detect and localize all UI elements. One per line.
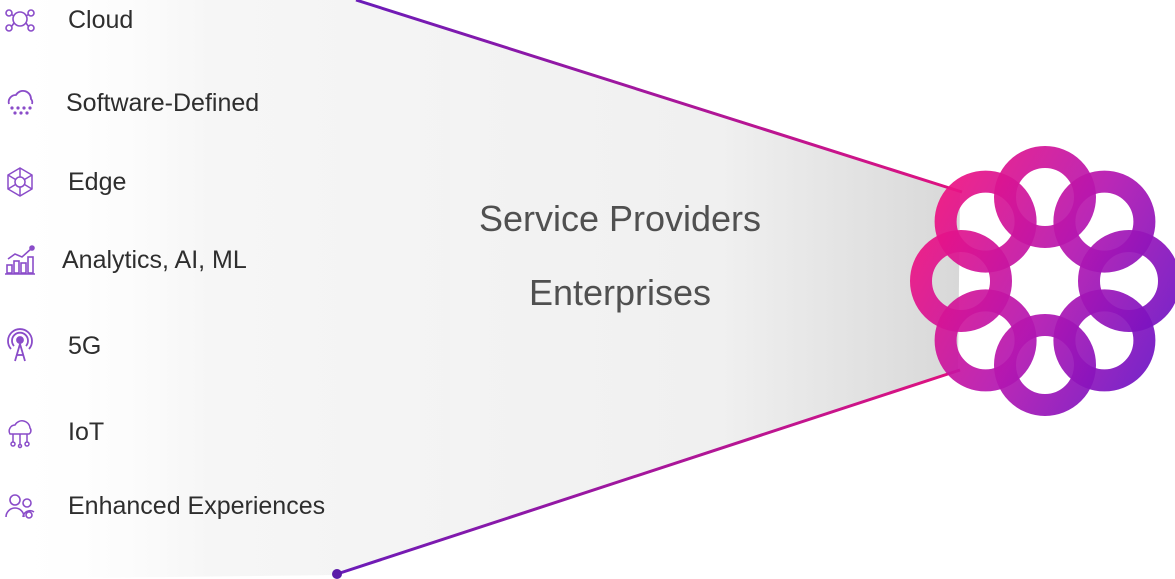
funnel-shape bbox=[0, 0, 960, 579]
analytics-chart-icon bbox=[0, 240, 40, 280]
list-item-5g: 5G bbox=[0, 326, 101, 366]
ring-logo bbox=[910, 146, 1175, 416]
list-item-enhanced-experiences: Enhanced Experiences bbox=[0, 486, 325, 526]
ring-loop bbox=[934, 170, 1037, 273]
list-item-label: Software-Defined bbox=[66, 88, 260, 117]
funnel-bottom-dot bbox=[332, 569, 342, 579]
list-item-iot: IoT bbox=[0, 412, 104, 452]
cloud-network-icon bbox=[0, 0, 40, 40]
list-item-edge: Edge bbox=[0, 162, 126, 202]
list-item-analytics: Analytics, AI, ML bbox=[0, 240, 247, 280]
users-experience-icon bbox=[0, 486, 40, 526]
list-item-label: Enhanced Experiences bbox=[68, 491, 326, 520]
list-item-cloud: Cloud bbox=[0, 0, 133, 40]
edge-mesh-icon bbox=[0, 162, 40, 202]
list-item-label: Edge bbox=[68, 167, 127, 196]
list-item-label: Analytics, AI, ML bbox=[62, 245, 247, 274]
iot-cloud-icon bbox=[0, 412, 40, 452]
list-item-software-defined: Software-Defined bbox=[0, 83, 259, 123]
funnel-bottom-line bbox=[336, 368, 961, 576]
software-defined-cloud-icon bbox=[0, 83, 40, 123]
list-item-label: Cloud bbox=[68, 5, 134, 34]
list-item-label: 5G bbox=[68, 331, 102, 360]
list-item-label: IoT bbox=[68, 417, 105, 446]
5g-antenna-icon bbox=[0, 326, 40, 366]
funnel-top-line bbox=[355, 0, 963, 194]
enterprises-label: Enterprises bbox=[528, 272, 712, 313]
service-providers-label: Service Providers bbox=[478, 198, 762, 239]
